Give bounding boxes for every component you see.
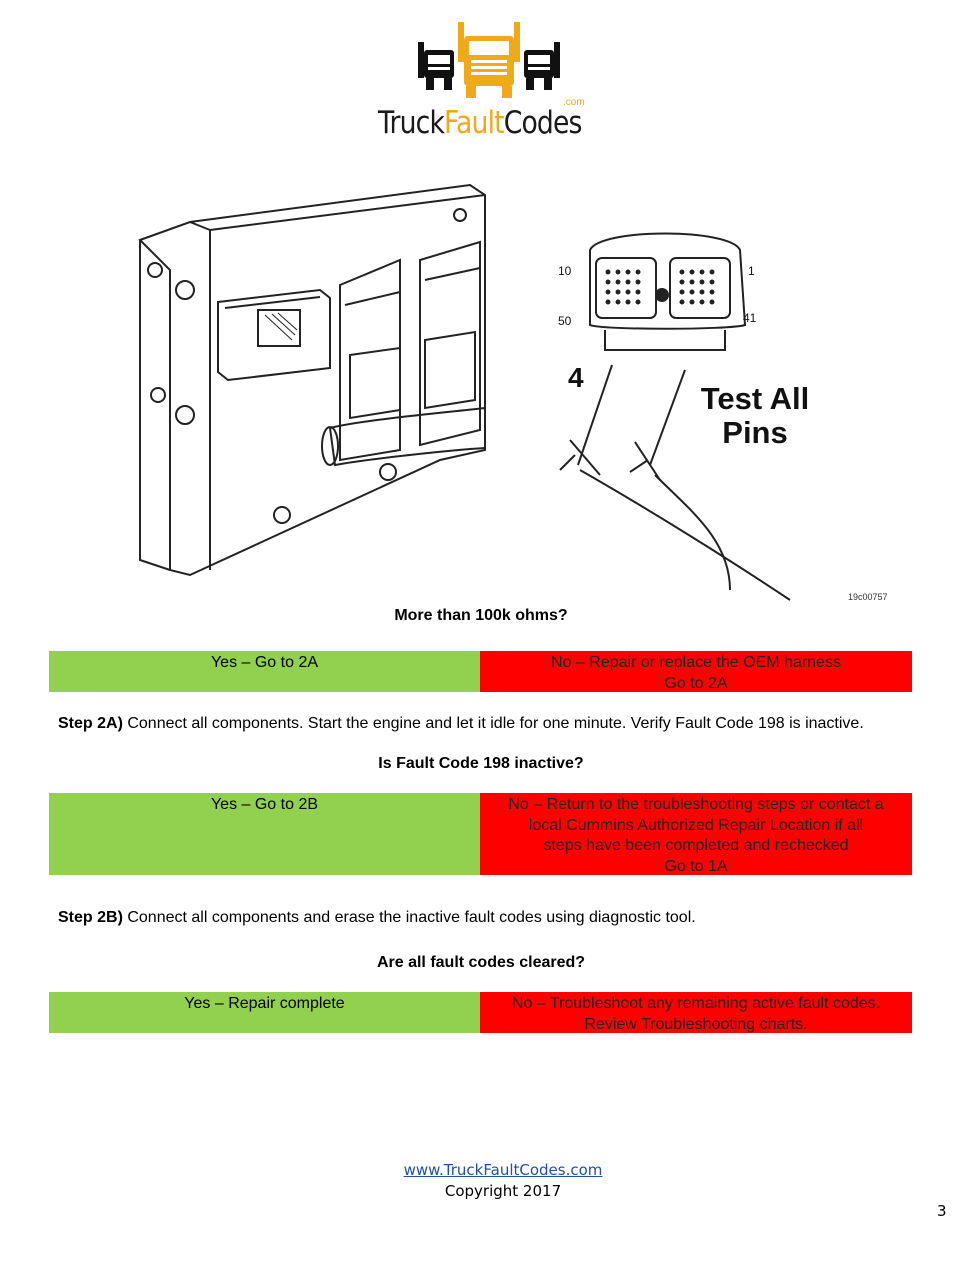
no-cell: No – Repair or replace the OEM harness G… [480, 651, 912, 692]
decision-row-1: Yes – Go to 2A No – Repair or replace th… [49, 651, 912, 692]
page-number: 3 [937, 1202, 947, 1220]
pin-label-1: 1 [748, 264, 755, 278]
question-fault-inactive: Is Fault Code 198 inactive? [378, 755, 584, 772]
site-logo: TruckFaultCodes .com [378, 20, 604, 141]
ecm-connector-illustration: 10 1 50 41 4 Test All Pins 19c00757 [130, 180, 910, 610]
yes-cell: Yes – Repair complete [49, 992, 480, 1033]
footer-website-link[interactable]: www.TruckFaultCodes.com [403, 1161, 603, 1179]
decision-row-2: Yes – Go to 2B No – Return to the troubl… [49, 793, 912, 875]
figure-id: 19c00757 [848, 592, 888, 602]
logo-suffix: .com [563, 97, 585, 108]
question-codes-cleared: Are all fault codes cleared? [376, 954, 586, 971]
footer-copyright: Copyright 2017 [444, 1182, 562, 1200]
yes-cell: Yes – Go to 2B [49, 793, 480, 875]
yes-cell: Yes – Go to 2A [49, 651, 480, 692]
truck-logo-icon [418, 22, 560, 98]
pin-label-41: 41 [743, 311, 757, 325]
pin-grid-left [605, 269, 715, 305]
question-resistance: More than 100k ohms? [394, 607, 568, 624]
ecm-test-diagram [138, 183, 791, 601]
no-cell: No – Troubleshoot any remaining active f… [480, 992, 912, 1033]
decision-row-3: Yes – Repair complete No – Troubleshoot … [49, 992, 912, 1033]
step-2a: Step 2A) Connect all components. Start t… [58, 715, 864, 732]
footer: www.TruckFaultCodes.com Copyright 2017 [0, 1160, 979, 1202]
no-cell: No – Return to the troubleshooting steps… [480, 793, 912, 875]
test-all-pins-callout: Test All Pins [700, 381, 810, 450]
pin-label-50: 50 [558, 314, 572, 328]
probe-step-number: 4 [568, 362, 584, 393]
step-2b: Step 2B) Connect all components and eras… [58, 909, 696, 926]
logo-wordmark: TruckFaultCodes [378, 105, 582, 141]
pin-label-10: 10 [558, 264, 572, 278]
